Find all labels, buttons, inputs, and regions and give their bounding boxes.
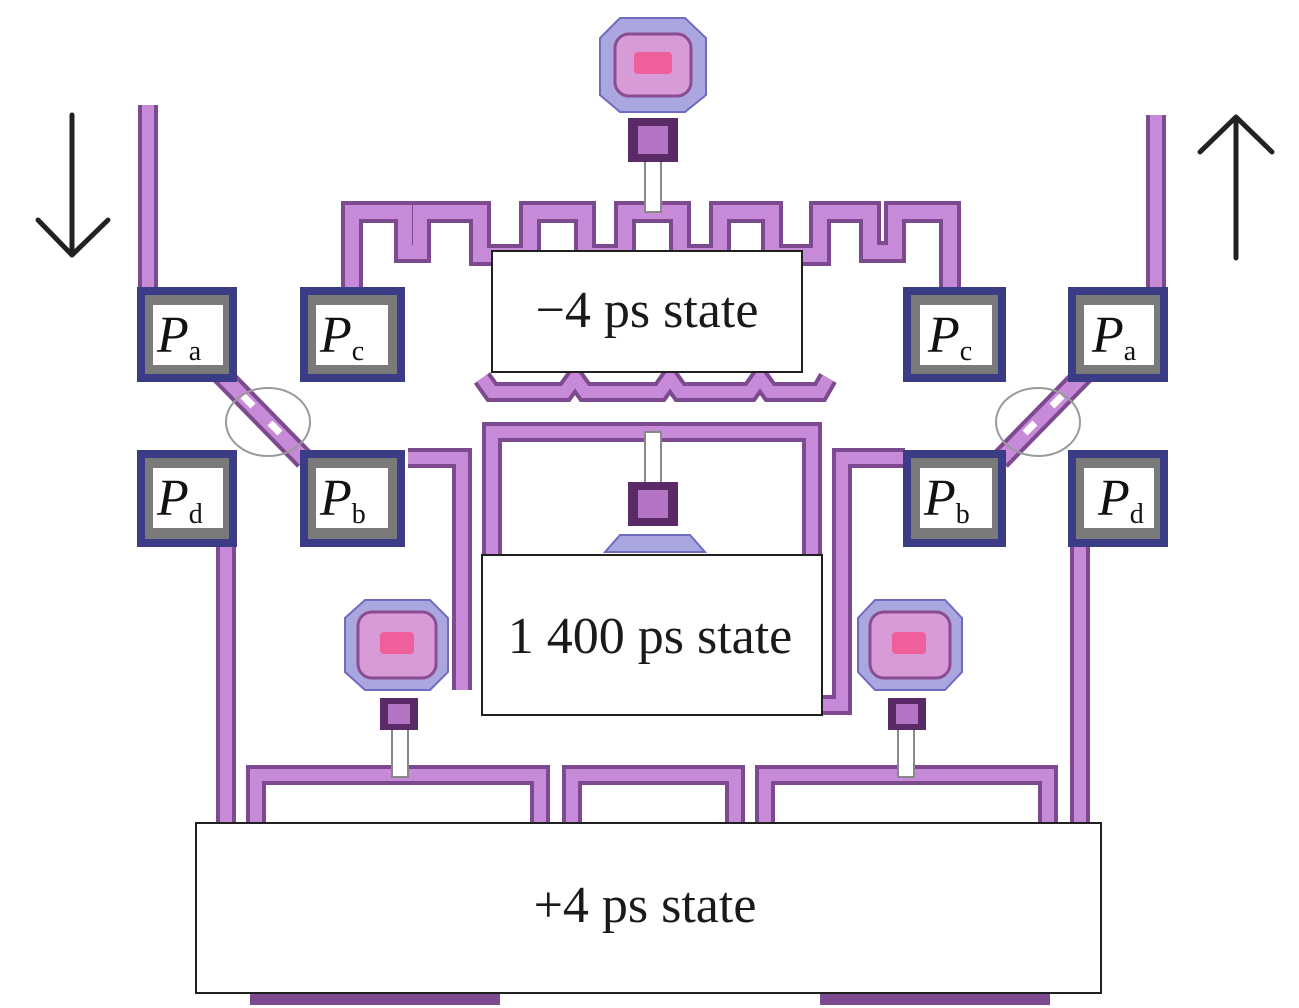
svg-text:−4 ps state: −4 ps state [536,282,759,339]
short-delay-loops [246,765,1058,1005]
svg-text:Pb: Pb [923,470,970,530]
svg-text:Pd: Pd [156,470,203,530]
minus-state-label: −4 ps state [491,250,803,373]
bias-stubs [391,149,915,778]
transmission-lines [138,105,1166,1005]
plus-state-label: +4 ps state [195,822,1102,994]
svg-text:Pb: Pb [319,470,366,530]
port-pb-right: Pb [903,450,1006,547]
port-pd-right: Pd [1068,450,1168,547]
right-switch-crossover [992,360,1098,468]
svg-text:Pa: Pa [156,307,202,367]
meander-lower-segment [473,360,837,402]
svg-text:Pc: Pc [319,307,364,367]
left-switch-crossover [207,360,313,468]
pb-right-link [820,448,905,715]
pb-left-link [408,448,472,690]
bias-pad-center [602,482,708,553]
bias-pad-top [599,17,707,162]
left-switch-ring [225,387,311,457]
svg-text:Pa: Pa [1091,307,1137,367]
arrow-up-icon [1197,114,1275,261]
svg-text:Pd: Pd [1097,470,1144,530]
bias-pad-right [857,599,963,730]
mid-state-label: 1 400 ps state [481,554,823,716]
arrow-down-icon [35,112,111,258]
svg-text:Pc: Pc [927,307,972,367]
port-pa-right: Pa [1068,287,1168,382]
right-switch-ring [995,387,1081,457]
port-pc-right: Pc [903,287,1006,382]
port-pc-left: Pc [300,287,405,382]
svg-text:+4 ps state: +4 ps state [534,877,757,934]
port-pa-left: Pa [137,287,237,382]
bias-pad-left [344,599,449,730]
svg-text:1 400 ps state: 1 400 ps state [508,608,793,665]
port-pd-left: Pd [137,450,237,547]
port-pb-left: Pb [300,450,405,547]
